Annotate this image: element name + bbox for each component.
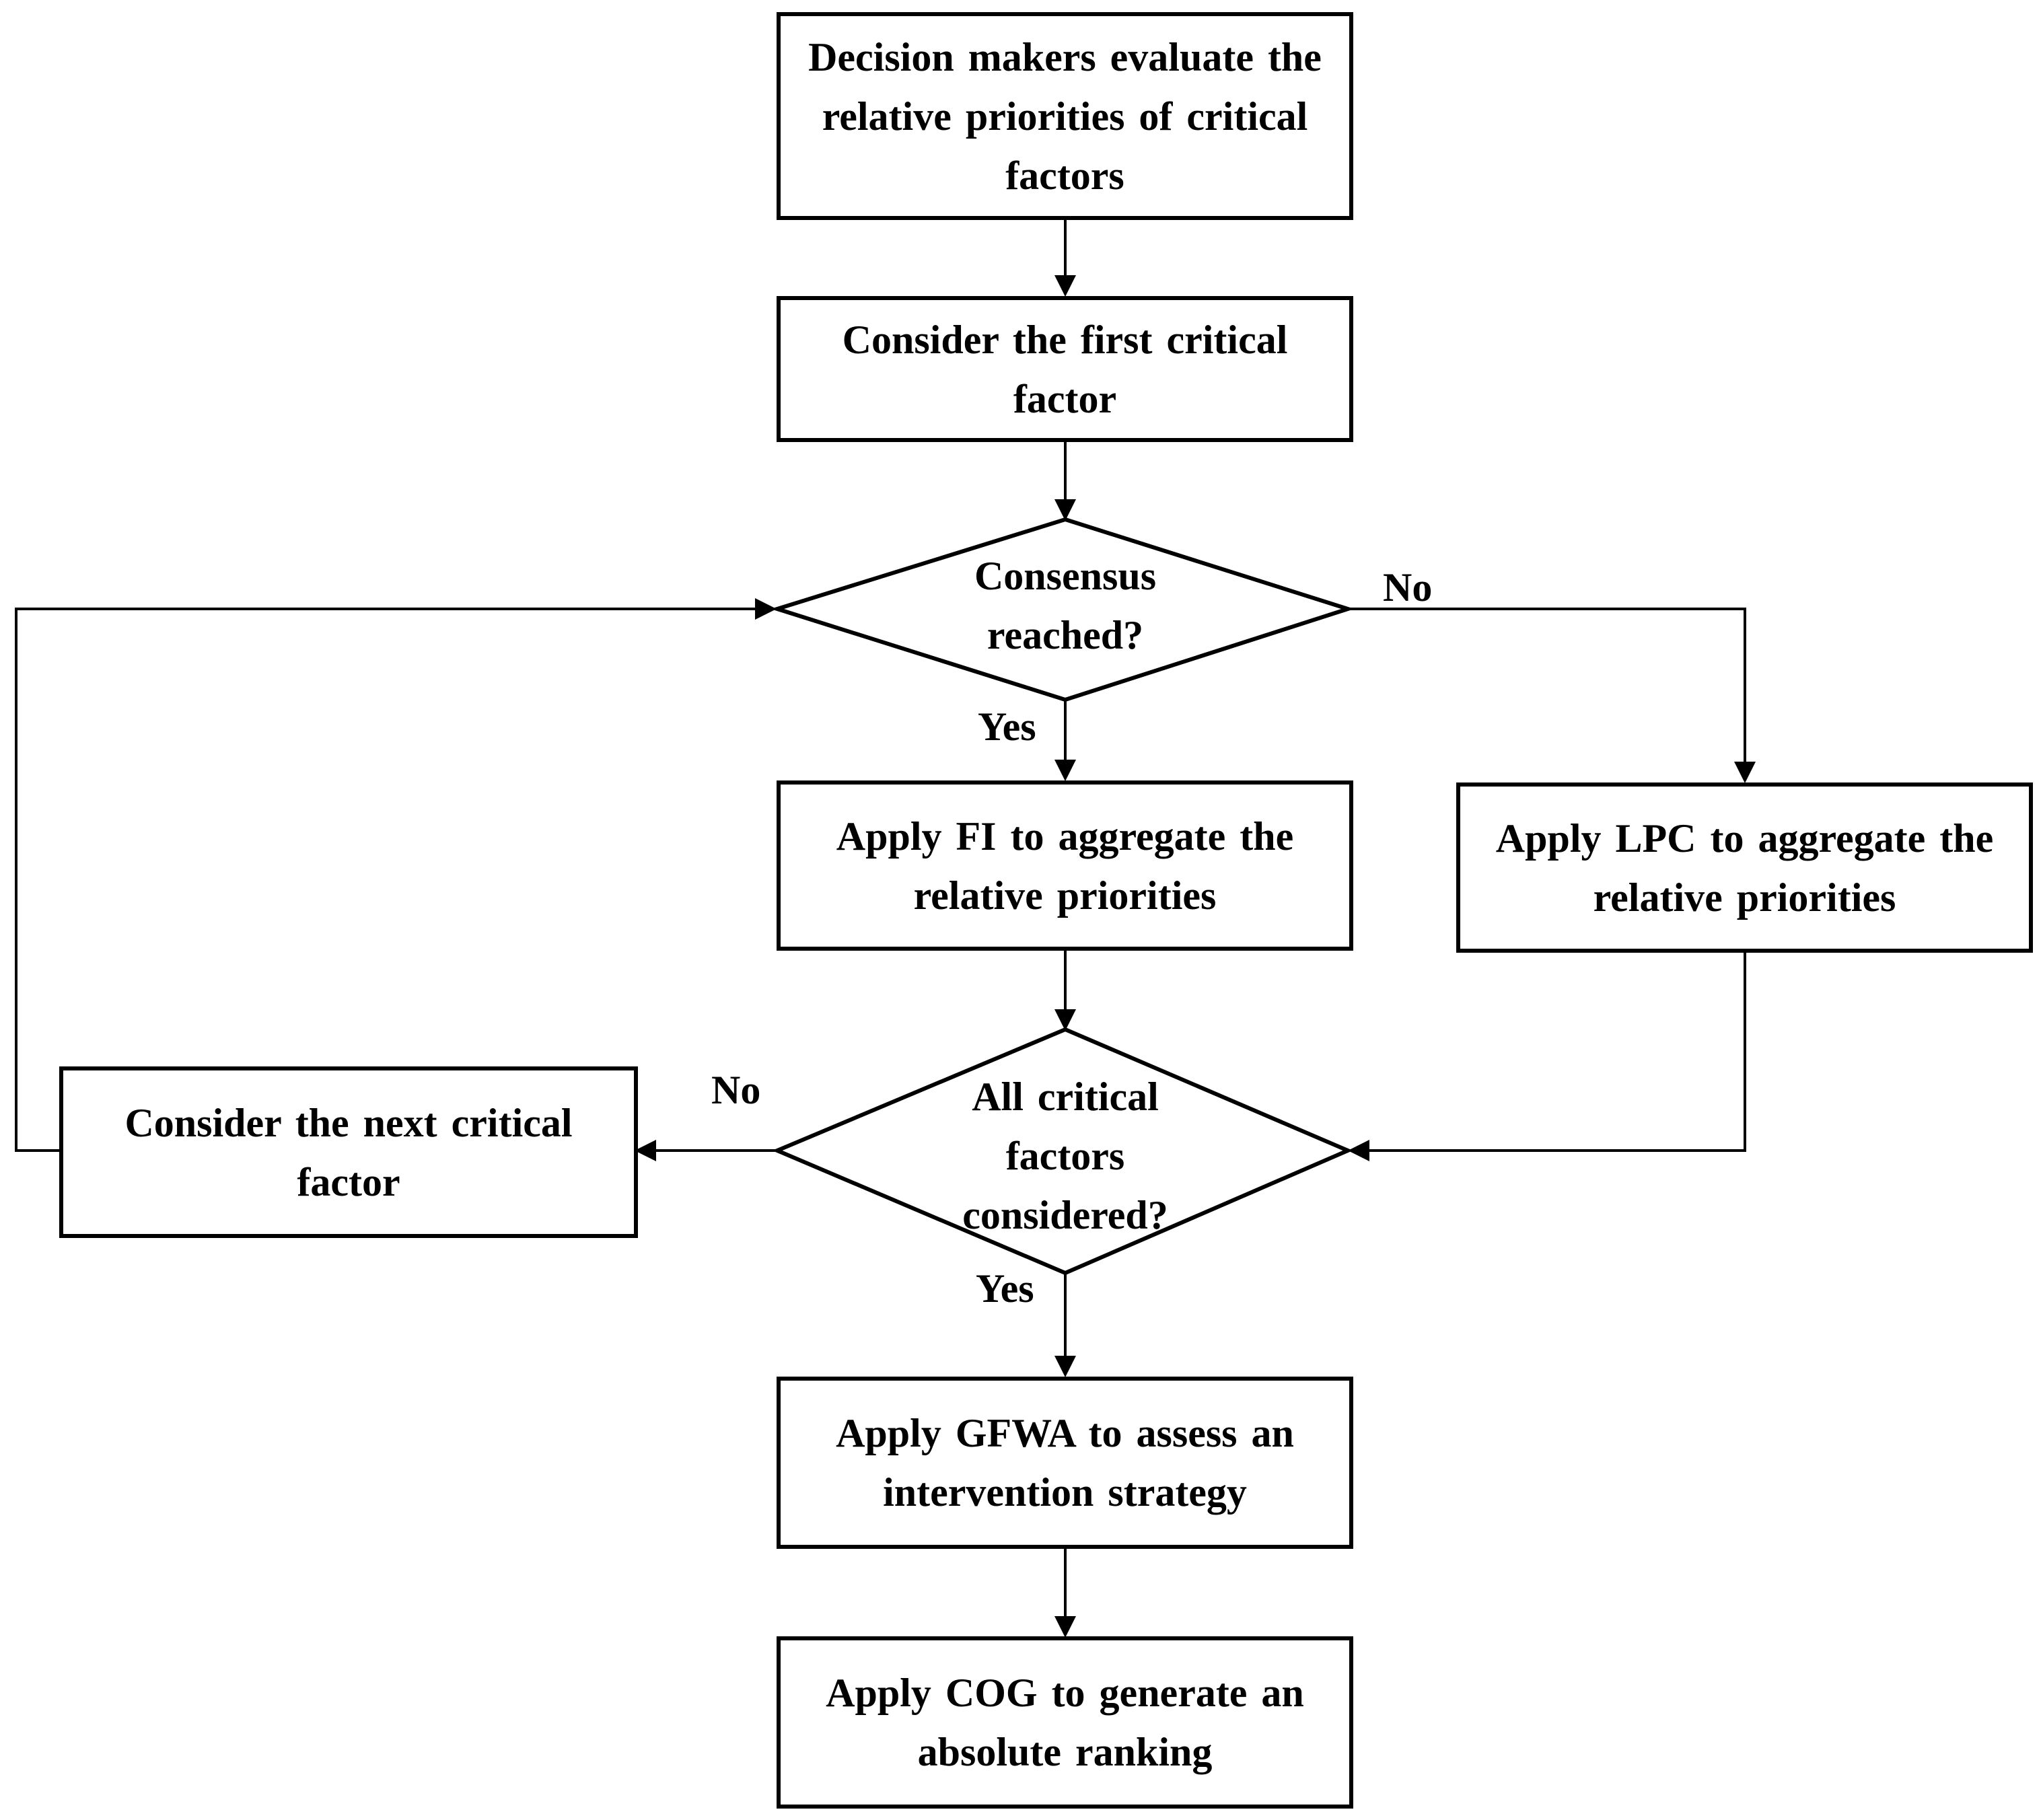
all-considered-no-label: No (711, 1068, 761, 1112)
consensus-diamond (770, 517, 1355, 702)
apply-gfwa-box: Apply GFWA to assess an intervention str… (777, 1377, 1353, 1549)
first-factor-box: Consider the first critical factor (777, 296, 1353, 442)
arrow-consensus-no-to-lpc (1348, 608, 1756, 783)
apply-cog-text: Apply COG to generate an absolute rankin… (826, 1671, 1304, 1774)
all-considered-text: All critical factors considered? (962, 1075, 1168, 1237)
consensus-no-label: No (1383, 565, 1433, 610)
all-considered-diamond (772, 1027, 1353, 1276)
arrow-lpc-to-all-considered (1348, 953, 1746, 1161)
apply-fi-text: Apply FI to aggregate the relative prior… (836, 813, 1294, 918)
consensus-text-wrap: Consensus reached? (897, 544, 1233, 667)
next-factor-text: Consider the next critical factor (124, 1100, 573, 1204)
all-considered-text-wrap: All critical factors considered? (924, 1065, 1207, 1247)
apply-fi-box: Apply FI to aggregate the relative prior… (777, 780, 1353, 951)
arrow-next-loop-to-consensus (15, 598, 777, 1152)
evaluate-box: Decision makers evaluate the relative pr… (777, 12, 1353, 220)
first-factor-text: Consider the first critical factor (842, 317, 1288, 421)
evaluate-text: Decision makers evaluate the relative pr… (808, 34, 1322, 198)
apply-gfwa-text: Apply GFWA to assess an intervention str… (836, 1411, 1294, 1515)
apply-lpc-text: Apply LPC to aggregate the relative prio… (1495, 815, 1994, 920)
all-considered-yes-label: Yes (976, 1266, 1034, 1311)
next-factor-box: Consider the next critical factor (59, 1066, 638, 1238)
consensus-text: Consensus reached? (974, 554, 1157, 657)
consensus-yes-label: Yes (978, 704, 1036, 749)
apply-lpc-box: Apply LPC to aggregate the relative prio… (1456, 782, 2033, 953)
apply-cog-box: Apply COG to generate an absolute rankin… (777, 1636, 1353, 1809)
